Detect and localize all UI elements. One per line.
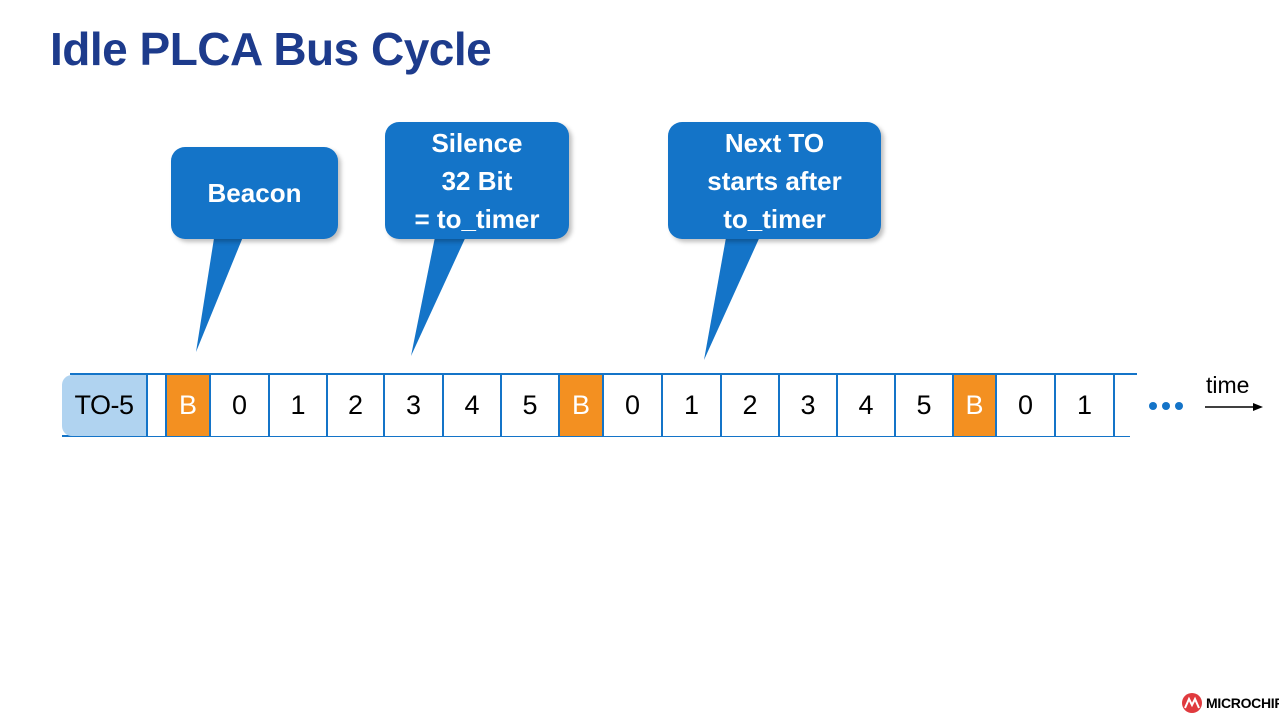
next-to-callout-pointer bbox=[704, 232, 762, 360]
bus-top-line bbox=[70, 373, 1137, 375]
page-title: Idle PLCA Bus Cycle bbox=[50, 23, 492, 75]
bus-slot: 3 bbox=[385, 375, 444, 436]
bus-bottom-line bbox=[62, 435, 1130, 437]
bus-slot: 2 bbox=[328, 375, 385, 436]
callout-text: Beacon bbox=[207, 178, 302, 208]
bus-slot: 0 bbox=[211, 375, 270, 436]
beacon-slot: B bbox=[560, 375, 604, 436]
bus-slot: 0 bbox=[604, 375, 663, 436]
bus-slot: 5 bbox=[896, 375, 954, 436]
microchip-logo: MICROCHIP bbox=[1181, 693, 1279, 713]
callout-text: Silence bbox=[431, 127, 523, 158]
callout-text: starts after bbox=[707, 165, 842, 196]
silence-callout: Silence 32 Bit = to_timer bbox=[385, 122, 569, 239]
bus-slot: 3 bbox=[780, 375, 838, 436]
callout-text: = to_timer bbox=[414, 203, 540, 234]
bus-slot: 4 bbox=[838, 375, 896, 436]
bus-slot: 2 bbox=[722, 375, 780, 436]
time-axis-label: time bbox=[1206, 372, 1250, 398]
silence-callout-pointer bbox=[411, 232, 468, 356]
callout-text: to_timer bbox=[723, 203, 826, 234]
ellipsis-icon bbox=[1149, 402, 1183, 410]
time-arrow-icon bbox=[1205, 403, 1263, 411]
bus-slot: 5 bbox=[502, 375, 560, 436]
bus-slot: 1 bbox=[663, 375, 722, 436]
microchip-logo-icon bbox=[1182, 693, 1202, 713]
bus-slot: 0 bbox=[997, 375, 1056, 436]
next-to-callout: Next TO starts after to_timer bbox=[668, 122, 881, 239]
bus-slot: 1 bbox=[270, 375, 328, 436]
callout-text: 32 Bit bbox=[441, 165, 513, 196]
bus-slot bbox=[148, 375, 167, 436]
beacon-callout: Beacon bbox=[171, 147, 338, 239]
to5-slot: TO-5 bbox=[62, 375, 148, 436]
beacon-slot: B bbox=[167, 375, 211, 436]
logo-text: MICROCHIP bbox=[1206, 695, 1279, 711]
callout-text: Next TO bbox=[724, 127, 825, 158]
bus-slot bbox=[1115, 375, 1137, 436]
beacon-callout-pointer bbox=[196, 232, 245, 352]
bus-slot: 1 bbox=[1056, 375, 1115, 436]
bus-slot: 4 bbox=[444, 375, 502, 436]
beacon-slot: B bbox=[954, 375, 997, 436]
